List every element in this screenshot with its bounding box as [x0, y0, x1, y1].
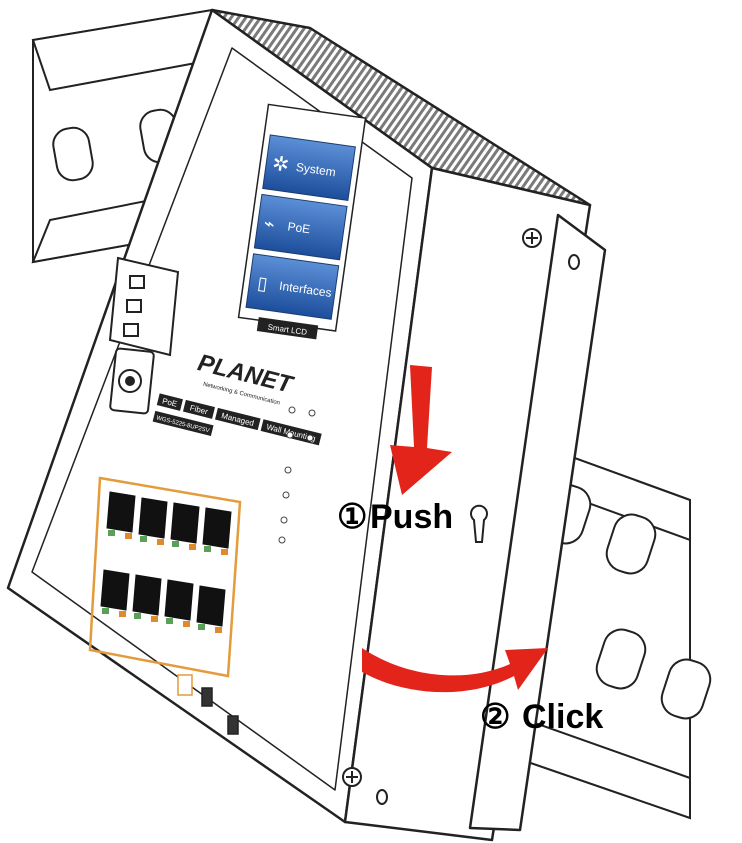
console-ports — [177, 674, 239, 735]
power-terminal-block — [108, 256, 180, 357]
svg-text:PoE: PoE — [161, 396, 178, 408]
port-7 — [164, 579, 194, 621]
svg-text:Fiber: Fiber — [189, 403, 209, 416]
port-3 — [170, 502, 200, 544]
port-leds — [102, 530, 228, 633]
port-1 — [106, 491, 136, 533]
port-4 — [202, 507, 232, 549]
screw-bottom — [342, 767, 362, 787]
bracket-hole-bottom — [376, 789, 388, 805]
menu-item-system: System — [295, 160, 337, 179]
menu-interface-icon: ▯ — [256, 273, 269, 294]
step-2-number: ② — [480, 698, 510, 736]
status-leds — [278, 406, 316, 544]
port-8 — [196, 585, 226, 627]
click-arrow — [362, 648, 548, 693]
step-1-label: Push — [370, 498, 453, 536]
menu-poe-icon: ⌁ — [263, 213, 277, 234]
bracket-keyhole — [470, 504, 488, 543]
step-2-label: Click — [522, 698, 603, 736]
port-5 — [100, 569, 130, 611]
rj45-port-panel — [88, 476, 242, 678]
lcd-screen: ✲ ⌁ ▯ System PoE Interfaces Smart LCD — [237, 103, 367, 340]
menu-item-poe: PoE — [287, 219, 311, 236]
port-6 — [132, 574, 162, 616]
screw-top — [522, 228, 542, 248]
step-1-number: ① — [337, 498, 367, 536]
dc-power-jack — [109, 347, 155, 415]
menu-gear-icon: ✲ — [271, 153, 291, 177]
push-arrow — [390, 365, 452, 495]
bracket-hole-top — [568, 254, 580, 270]
port-2 — [138, 497, 168, 539]
